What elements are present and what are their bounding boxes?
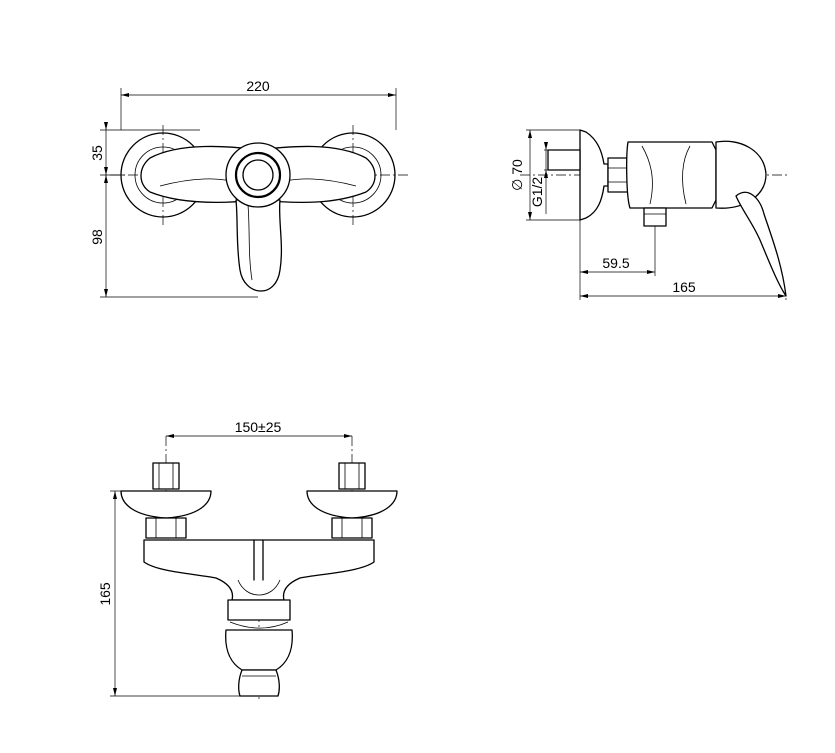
cartridge-cap-inner xyxy=(242,159,274,191)
front-view: 150±25 165 xyxy=(97,419,398,700)
right-flange-front xyxy=(306,490,398,519)
inlet-pipe xyxy=(547,149,581,171)
dim-height-35: 35 xyxy=(89,145,105,161)
left-flange-front xyxy=(120,490,212,519)
lever-handle-top xyxy=(235,199,283,292)
dim-height-98: 98 xyxy=(89,229,105,245)
hex-nut-side xyxy=(607,157,629,193)
dim-diameter-70: ∅ 70 xyxy=(509,159,525,191)
dim-thread-g1-2: G1/2 xyxy=(529,177,545,208)
mixer-body-side xyxy=(626,141,717,209)
cartridge-cap-side xyxy=(715,140,767,209)
right-hex-nut xyxy=(331,517,373,539)
cartridge-cap-front xyxy=(225,629,293,671)
mixer-body-front xyxy=(143,539,375,601)
outlet-nipple-side xyxy=(643,207,667,227)
dim-depth-59-5: 59.5 xyxy=(602,255,629,271)
dim-height-165: 165 xyxy=(97,582,113,606)
dim-width-220: 220 xyxy=(246,78,270,94)
body-neck-front xyxy=(227,599,291,621)
left-hex-nut xyxy=(145,517,187,539)
dim-depth-165: 165 xyxy=(672,279,696,295)
side-view: ∅ 70 G1/2 59.5 165 xyxy=(509,129,790,300)
wall-flange-side xyxy=(579,129,609,221)
right-inlet-pipe xyxy=(338,462,366,490)
top-view: 220 35 98 xyxy=(89,78,410,298)
left-inlet-pipe xyxy=(152,462,180,490)
lever-handle-side xyxy=(735,191,787,297)
dim-spacing-150: 150±25 xyxy=(235,419,282,435)
lever-handle-front xyxy=(238,669,280,697)
